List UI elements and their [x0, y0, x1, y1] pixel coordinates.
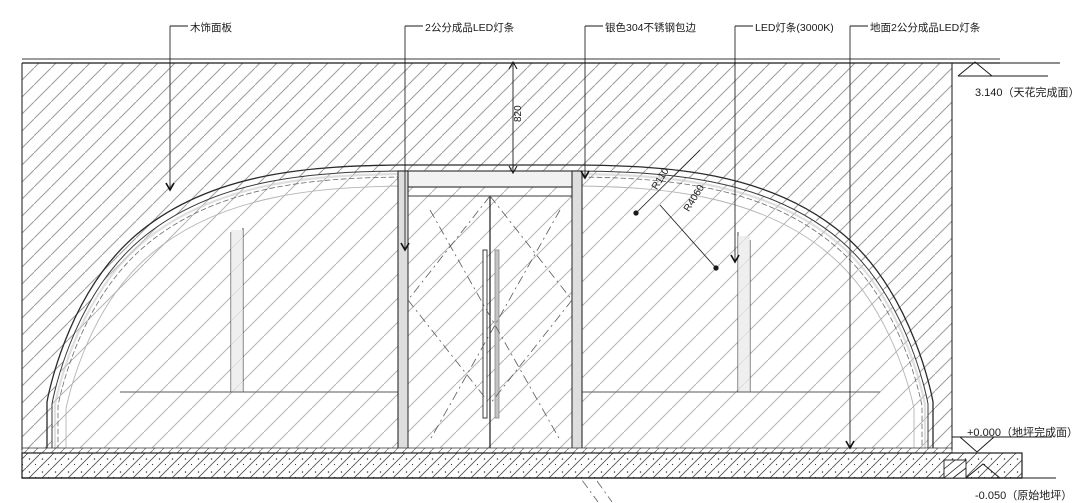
dimension-text-arch-head-height: 820 — [513, 105, 524, 122]
left-reveal-panel — [120, 228, 400, 393]
elevation-marker-original-floor — [943, 459, 1056, 479]
elevation-text-original-floor: -0.050（原始地坪） — [975, 490, 1073, 502]
leader-line-led-strip-20mm — [400, 25, 423, 252]
leader-line-floor-led-strip-20mm — [845, 25, 868, 450]
elevation-marker-ceiling — [952, 61, 1060, 77]
leader-line-stainless-steel-trim — [580, 25, 603, 180]
leader-lines-group — [165, 25, 868, 450]
radius-leader-lines — [633, 149, 719, 271]
leader-line-wood-veneer-panel — [165, 25, 188, 192]
elevation-text-floor-finish: +0.000（地坪完成面） — [967, 427, 1078, 439]
wall-edges — [21, 63, 953, 450]
elevation-marker-floor — [952, 436, 1052, 453]
leader-label-led-strip-20mm: 2公分成品LED灯条 — [425, 22, 515, 34]
leader-label-floor-led-strip-20mm: 地面2公分成品LED灯条 — [870, 22, 981, 34]
right-reveal-panel — [580, 232, 880, 393]
leader-label-led-strip-3000k: LED灯条(3000K) — [755, 22, 834, 34]
leader-label-stainless-steel-trim: 银色304不锈钢包边 — [605, 22, 697, 34]
elevation-text-ceiling-finish: 3.140（天花完成面） — [975, 87, 1080, 99]
floor-slab — [21, 447, 1023, 479]
leader-label-wood-veneer-panel: 木饰面板 — [190, 22, 232, 34]
dimension-820 — [508, 60, 518, 175]
ceiling-line — [22, 58, 1000, 64]
leader-line-led-strip-3000k — [730, 25, 753, 264]
door-pull-handles[interactable] — [482, 249, 500, 419]
